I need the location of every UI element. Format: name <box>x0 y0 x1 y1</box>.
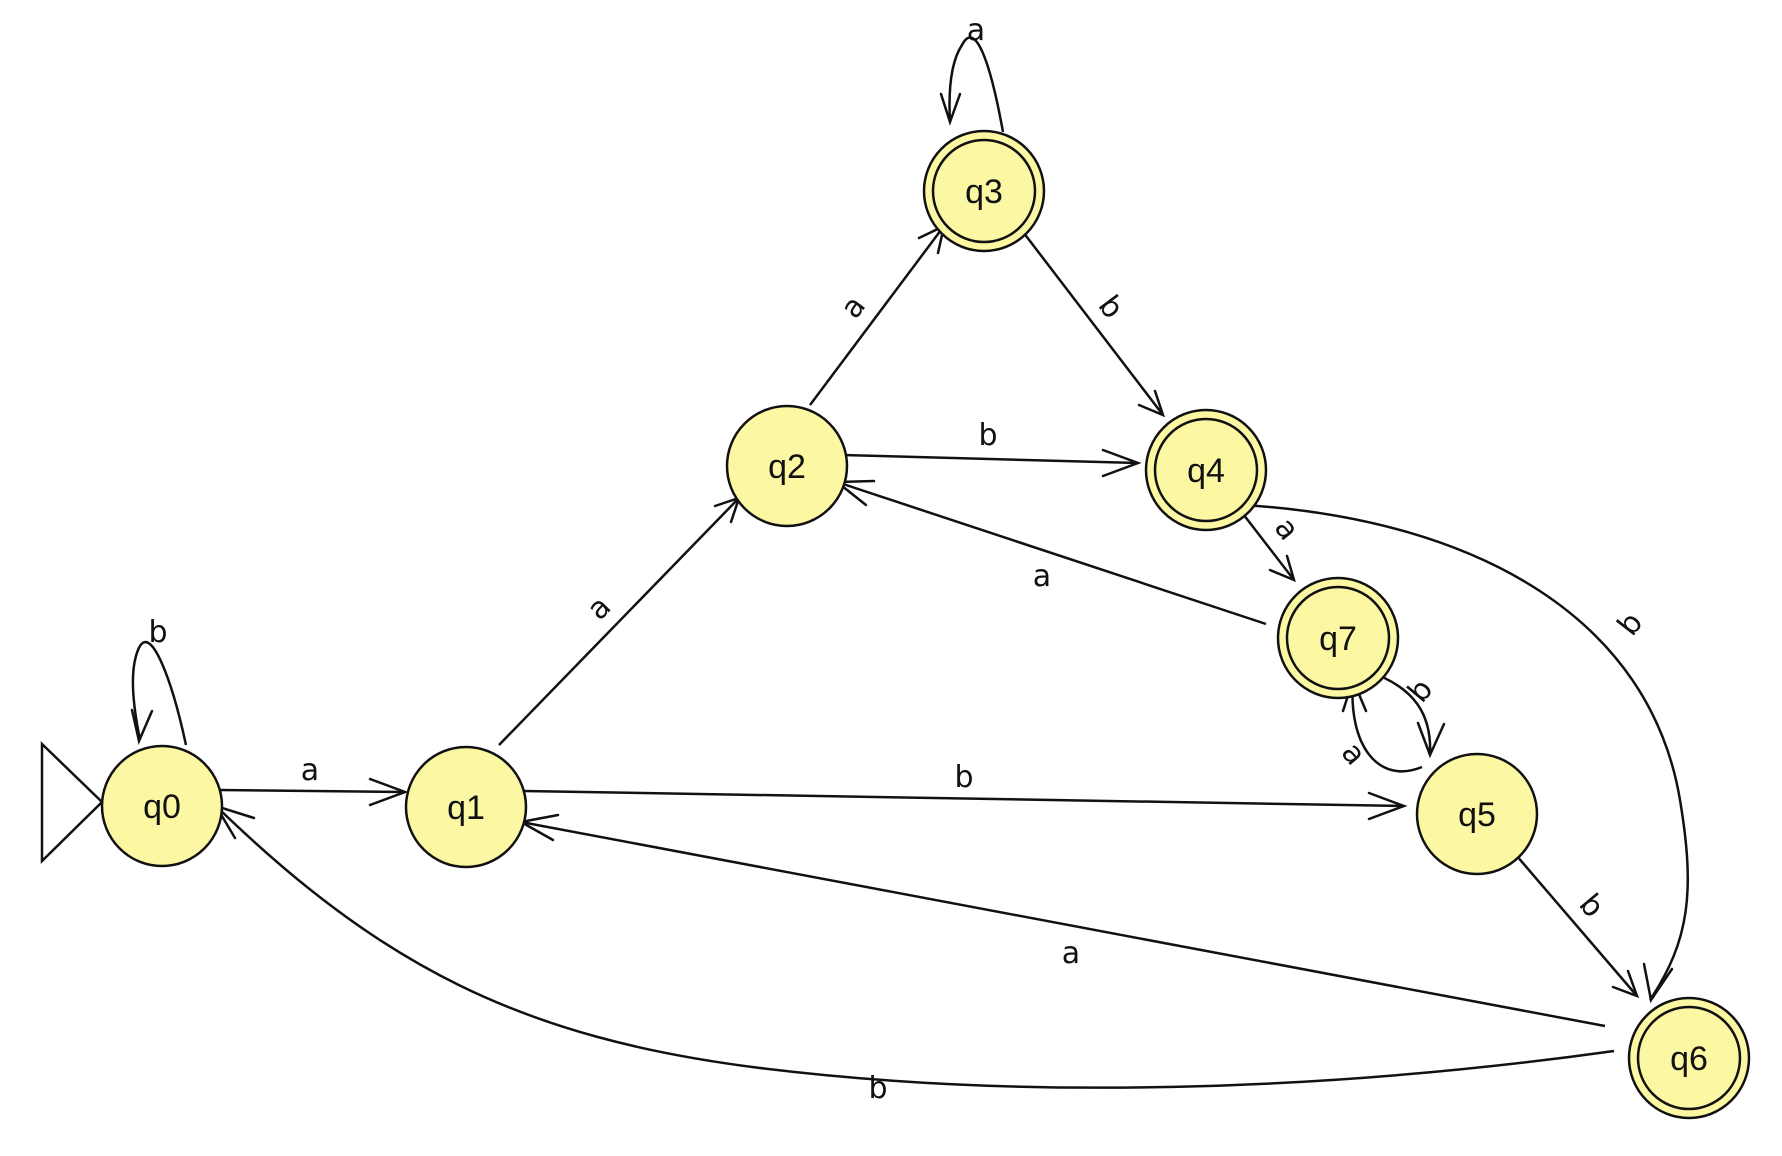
label-q1-q5: b <box>954 760 973 795</box>
label-q6-q0: b <box>868 1071 887 1106</box>
label-q3-q3: a <box>967 13 985 48</box>
start-state-marker <box>40 741 104 864</box>
state-label-q6: q6 <box>1670 1040 1708 1078</box>
transition-q3-q3: a <box>939 13 1005 133</box>
label-q5-q7: a <box>1334 736 1373 773</box>
label-q7-q5: b <box>1401 672 1440 709</box>
label-q4-q6: b <box>1611 606 1650 643</box>
transition-q4-q7: a <box>1239 509 1306 583</box>
transition-q1-q2: a <box>498 496 741 746</box>
label-q4-q7: a <box>1267 511 1306 547</box>
state-label-q7: q7 <box>1319 620 1357 658</box>
transition-q7-q2: a <box>833 479 1267 626</box>
label-q0-q1: a <box>301 753 319 788</box>
transition-q4-q6: b <box>1243 503 1690 1004</box>
transition-q0-q1: a <box>218 753 409 807</box>
state-label-q3: q3 <box>965 173 1003 211</box>
state-q7[interactable]: q7 <box>1276 576 1400 700</box>
label-q1-q2: a <box>580 589 618 627</box>
transition-q5-q6: b <box>1509 847 1640 999</box>
label-q2-q4: b <box>978 418 997 453</box>
transition-q2-q3: a <box>808 223 946 406</box>
state-q4[interactable]: q4 <box>1144 408 1268 532</box>
state-q2[interactable]: q2 <box>725 404 849 528</box>
transition-q2-q4: b <box>841 418 1142 478</box>
transition-q0-q0: b <box>130 615 188 746</box>
state-label-q5: q5 <box>1458 796 1496 834</box>
label-q5-q6: b <box>1572 887 1611 924</box>
transition-q7-q5: b <box>1369 670 1446 759</box>
label-q2-q3: a <box>834 289 873 325</box>
state-q3[interactable]: q3 <box>922 129 1046 253</box>
state-q1[interactable]: q1 <box>404 745 528 869</box>
state-q6[interactable]: q6 <box>1627 996 1751 1120</box>
label-q0-q0: b <box>148 615 167 650</box>
state-label-q2: q2 <box>768 448 806 486</box>
transition-q1-q5: b <box>523 760 1408 821</box>
label-q3-q4: b <box>1091 289 1130 325</box>
state-q0[interactable]: q0 <box>100 744 224 868</box>
state-label-q0: q0 <box>143 788 181 826</box>
state-label-q4: q4 <box>1187 452 1225 490</box>
label-q6-q1: a <box>1062 936 1080 971</box>
transition-q3-q4: b <box>1019 227 1166 418</box>
state-q5[interactable]: q5 <box>1415 752 1539 876</box>
state-label-q1: q1 <box>447 789 485 827</box>
label-q7-q2: a <box>1033 559 1051 594</box>
